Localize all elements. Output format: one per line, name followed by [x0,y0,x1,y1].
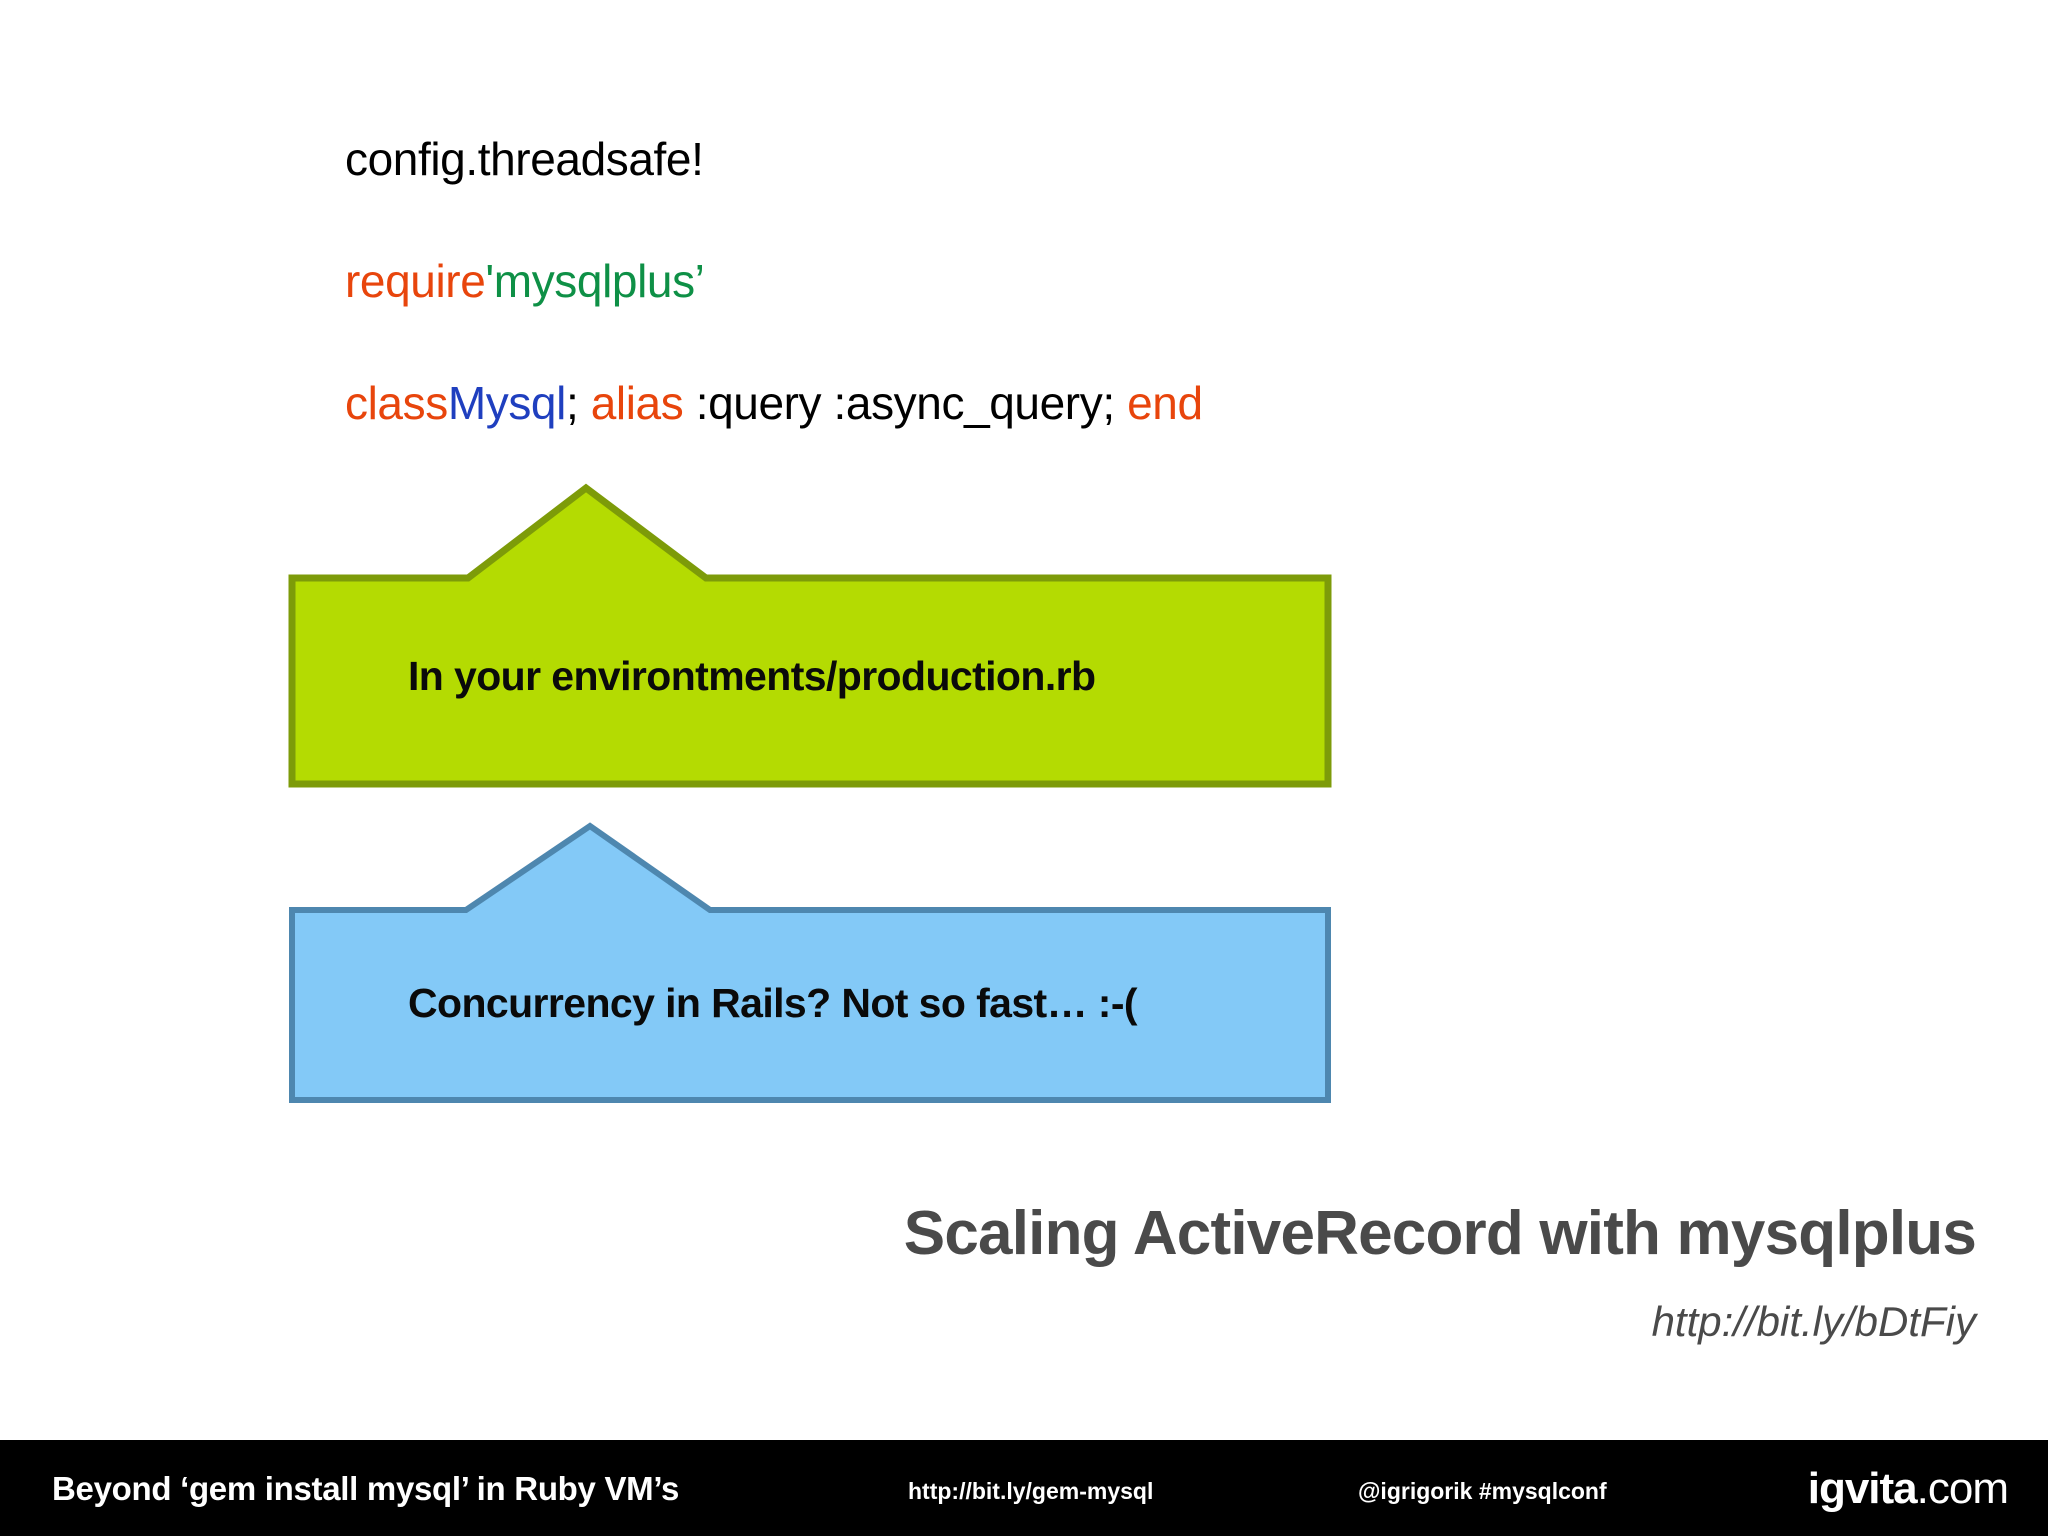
code-token-kw: class [345,377,448,429]
code-line-require: require'mysqlplus’ [345,250,1645,312]
code-line-class: classMysql; alias :query :async_query; e… [345,372,1645,434]
callout-blue-label: Concurrency in Rails? Not so fast… :-( [408,980,1138,1026]
footer-bar: Beyond ‘gem install mysql’ in Ruby VM’s … [0,1440,2048,1536]
code-token-plain: :query :async_query; [683,377,1128,429]
footer-logo[interactable]: igvita.com [1807,1464,2009,1514]
code-token-cls: Mysql [447,377,567,429]
code-line-threadsafe: config.threadsafe! [345,128,1645,190]
footer-logo-tld: .com [1916,1464,2009,1513]
code-token-plain: config.threadsafe! [345,133,704,185]
code-block: config.threadsafe! require'mysqlplus’ cl… [345,128,1645,434]
code-token-kw: require [345,255,486,307]
headline-url[interactable]: http://bit.ly/bDtFiy [1651,1298,1976,1345]
callout-green-shape [288,483,1332,788]
code-token-kw: end [1127,377,1203,429]
footer-deck-title: Beyond ‘gem install mysql’ in Ruby VM’s [52,1470,680,1507]
footer-twitter-handle: @igrigorik #mysqlconf [1358,1478,1607,1504]
code-token-plain: ; [565,377,591,429]
footer-logo-name: igvita [1807,1464,1918,1513]
callout-green-label: In your environtments/production.rb [408,653,1096,699]
page-title: Scaling ActiveRecord with mysqlplus [903,1199,1977,1268]
callout-blue-shape [289,822,1331,1103]
code-token-str: 'mysqlplus’ [485,255,705,307]
footer-link[interactable]: http://bit.ly/gem-mysql [908,1478,1154,1504]
callout-blue-concurrency: Concurrency in Rails? Not so fast… :-( [286,818,1334,1106]
callout-green-production-rb: In your environtments/production.rb [286,478,1334,790]
code-token-kw: alias [590,377,684,429]
